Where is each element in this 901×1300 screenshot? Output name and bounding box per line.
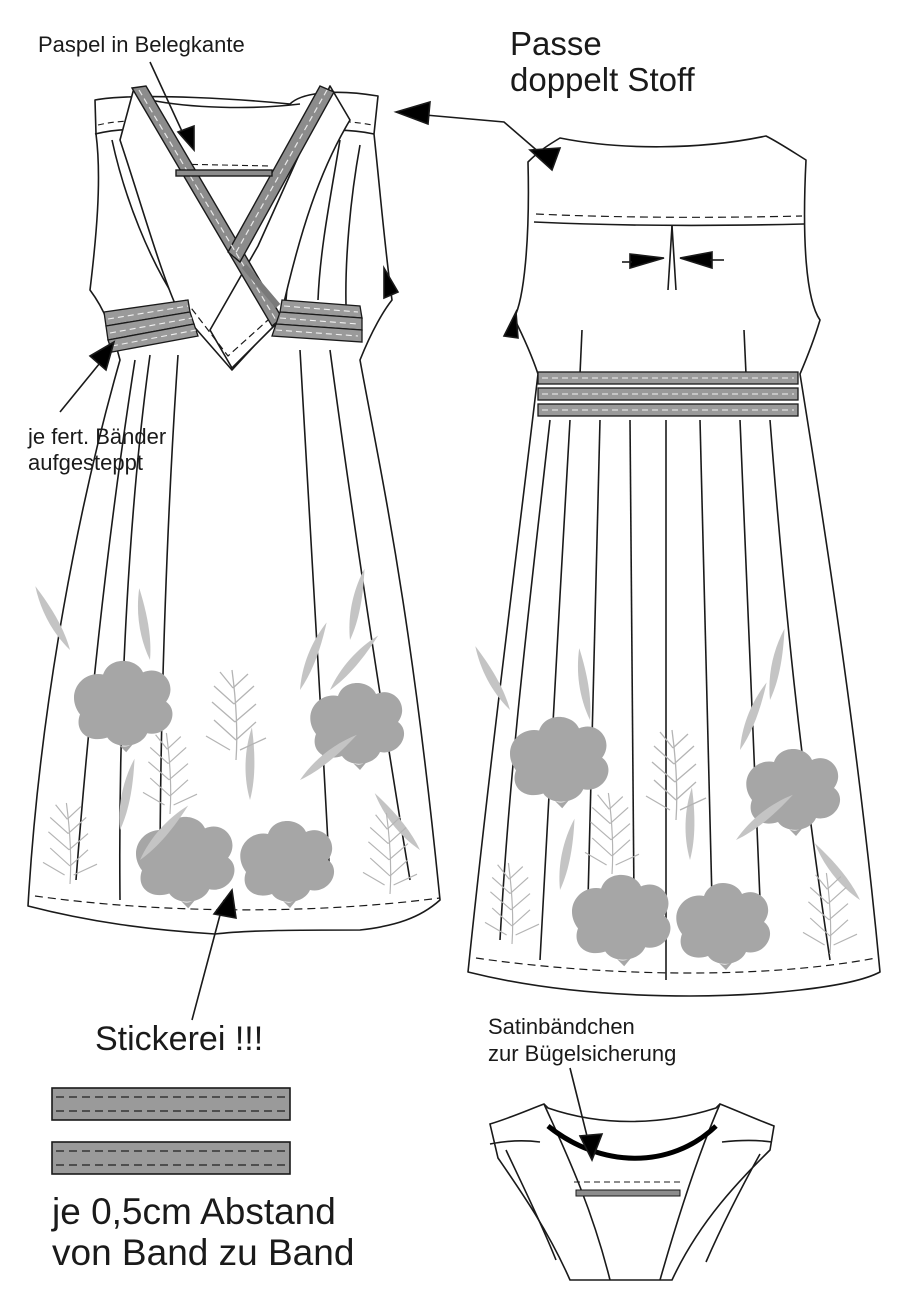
label-abstand-line2: von Band zu Band [52, 1231, 355, 1273]
neck-facing-piping [175, 169, 273, 177]
baender-arrow [88, 340, 116, 372]
right-wrap-panel [209, 85, 351, 369]
armhole-arrow-back [502, 309, 519, 339]
back-dress [467, 135, 881, 997]
satin-ribbon [546, 1124, 718, 1161]
satin-arrow [578, 1133, 604, 1162]
back-waistbands [537, 371, 799, 417]
front-dress [27, 85, 441, 935]
band-sample-2 [51, 1141, 291, 1175]
passe-arrow-back [528, 147, 562, 172]
label-paspel: Paspel in Belegkante [38, 32, 245, 58]
label-stickerei-text: Stickerei !!! [95, 1020, 264, 1058]
annotation-arrows [59, 61, 724, 1162]
dart-arrow-left [629, 253, 665, 270]
passe-arrow-front [393, 100, 431, 126]
label-satin-line1: Satinbändchen [488, 1014, 635, 1039]
stickerei-arrow [212, 887, 237, 919]
label-passe-line2: doppelt Stoff [510, 60, 695, 98]
label-passe: Passe doppelt Stoff [510, 26, 695, 97]
paspel-arrow [176, 124, 195, 153]
band-samples [51, 1087, 291, 1175]
label-baender: je fert. Bänder aufgesteppt [28, 424, 166, 477]
neckline-detail [489, 1103, 775, 1281]
right-piping-strip [227, 85, 335, 264]
armhole-arrow-front [383, 265, 400, 300]
front-piping [130, 85, 335, 328]
front-dress-outline [27, 91, 441, 935]
label-paspel-text: Paspel in Belegkante [38, 32, 245, 57]
label-baender-line1: je fert. Bänder [28, 424, 167, 449]
label-abstand: je 0,5cm Abstand von Band zu Band [52, 1191, 355, 1273]
band-sample-1 [51, 1087, 291, 1121]
label-stickerei: Stickerei !!! [95, 1020, 263, 1058]
label-baender-line2: aufgesteppt [28, 450, 143, 476]
label-satin: Satinbändchen zur Bügelsicherung [488, 1014, 676, 1068]
label-satin-line2: zur Bügelsicherung [488, 1040, 677, 1066]
detail-piping [575, 1189, 681, 1197]
label-abstand-line1: je 0,5cm Abstand [52, 1191, 336, 1232]
label-passe-line1: Passe [510, 25, 602, 62]
front-waistbands [103, 299, 363, 353]
